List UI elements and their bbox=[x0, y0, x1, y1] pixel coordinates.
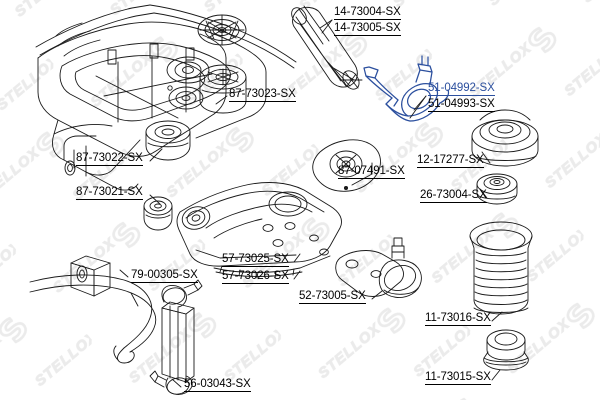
part-label-57-73026-SX: 57-73026-SX bbox=[222, 270, 289, 284]
part-label-11-73016-SX: 11-73016-SX bbox=[425, 312, 491, 326]
part-label-51-04992-SX: 51-04992-SX bbox=[428, 82, 495, 96]
part-subframe-bushing-large bbox=[199, 64, 247, 114]
part-strut-bearing bbox=[476, 173, 518, 205]
leader-lines bbox=[119, 19, 503, 388]
part-subframe-bushing-small bbox=[143, 196, 173, 231]
part-label-11-73015-SX: 11-73015-SX bbox=[425, 371, 491, 385]
part-strut-dust-boot bbox=[469, 221, 533, 315]
part-label-14-73005-SX: 14-73005-SX bbox=[334, 22, 401, 36]
part-label-26-73004-SX: 26-73004-SX bbox=[420, 189, 487, 203]
part-control-arm bbox=[176, 182, 342, 279]
part-label-87-73022-SX: 87-73022-SX bbox=[76, 152, 143, 166]
part-label-56-03043-SX: 56-03043-SX bbox=[184, 378, 251, 392]
part-stabilizer-link bbox=[149, 279, 203, 395]
part-stabilizer-bar-bushing bbox=[70, 255, 111, 297]
part-ball-joint bbox=[335, 237, 422, 298]
part-label-87-73023-SX: 87-73023-SX bbox=[229, 88, 296, 102]
part-label-51-04993-SX: 51-04993-SX bbox=[428, 98, 495, 112]
part-label-87-07491-SX: 87-07491-SX bbox=[338, 165, 405, 179]
part-strut-mount bbox=[471, 109, 539, 167]
part-tie-rod-end bbox=[363, 55, 450, 122]
part-label-52-73005-SX: 52-73005-SX bbox=[299, 290, 366, 304]
part-label-12-17277-SX: 12-17277-SX bbox=[417, 154, 484, 168]
part-label-87-73021-SX: 87-73021-SX bbox=[76, 186, 143, 200]
part-label-14-73004-SX: 14-73004-SX bbox=[334, 6, 401, 20]
part-subframe-bushing-mid bbox=[145, 120, 191, 161]
part-control-arm-rear-bushing bbox=[312, 139, 381, 192]
part-label-57-73025-SX: 57-73025-SX bbox=[222, 253, 289, 267]
part-bump-stop bbox=[483, 329, 529, 371]
part-label-79-00305-SX: 79-00305-SX bbox=[131, 269, 198, 283]
part-steering-rack-boot bbox=[291, 5, 363, 90]
